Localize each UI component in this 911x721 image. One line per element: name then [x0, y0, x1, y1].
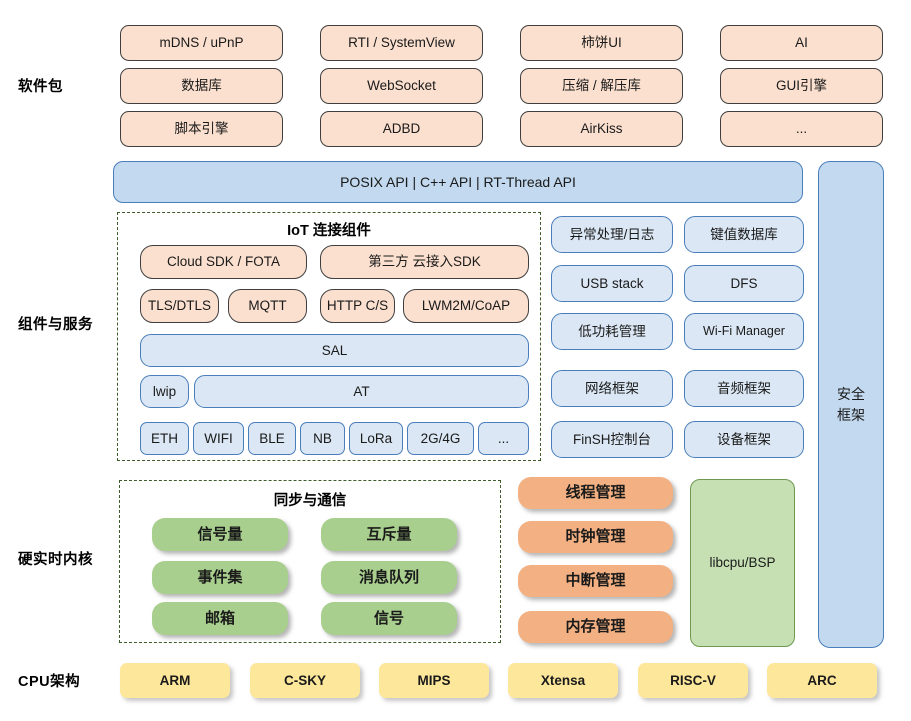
kernel-manager-box[interactable]: 线程管理	[518, 477, 673, 509]
iot-box[interactable]: Cloud SDK / FOTA	[140, 245, 307, 279]
kernel-manager-box[interactable]: 内存管理	[518, 611, 673, 643]
row-label-software-packages: 软件包	[18, 79, 63, 95]
cpu-arch-box[interactable]: MIPS	[379, 663, 489, 698]
package-box[interactable]: RTI / SystemView	[320, 25, 483, 61]
iot-group-title: IoT 连接组件	[287, 223, 371, 239]
component-box[interactable]: 音频框架	[684, 370, 804, 407]
iot-box[interactable]: HTTP C/S	[320, 289, 395, 323]
component-box[interactable]: 键值数据库	[684, 216, 804, 253]
kernel-sync-group-container	[119, 480, 501, 643]
package-box[interactable]: AI	[720, 25, 883, 61]
kernel-sync-box[interactable]: 消息队列	[321, 561, 457, 594]
package-box[interactable]: GUI引擎	[720, 68, 883, 104]
package-box[interactable]: ...	[720, 111, 883, 147]
security-framework-line2: 框架	[837, 406, 865, 423]
component-box[interactable]: 低功耗管理	[551, 313, 673, 350]
component-box[interactable]: 异常处理/日志	[551, 216, 673, 253]
iot-at-box[interactable]: AT	[194, 375, 529, 408]
component-box[interactable]: DFS	[684, 265, 804, 302]
kernel-sync-box[interactable]: 信号量	[152, 518, 288, 551]
iot-lwip-box[interactable]: lwip	[140, 375, 189, 408]
cpu-arch-box[interactable]: C-SKY	[250, 663, 360, 698]
kernel-manager-box[interactable]: 中断管理	[518, 565, 673, 597]
security-framework-column[interactable]: 安全 框架	[818, 161, 884, 648]
security-framework-line1: 安全	[837, 385, 865, 402]
kernel-sync-box[interactable]: 互斥量	[321, 518, 457, 551]
iot-protocol-box[interactable]: ETH	[140, 422, 189, 455]
package-box[interactable]: WebSocket	[320, 68, 483, 104]
kernel-sync-group-title: 同步与通信	[273, 493, 347, 509]
kernel-manager-box[interactable]: 时钟管理	[518, 521, 673, 553]
package-box[interactable]: AirKiss	[520, 111, 683, 147]
iot-sal-box[interactable]: SAL	[140, 334, 529, 367]
row-label-hard-realtime-kernel: 硬实时内核	[18, 552, 93, 568]
iot-box[interactable]: LWM2M/CoAP	[403, 289, 529, 323]
iot-protocol-box[interactable]: BLE	[248, 422, 296, 455]
package-box[interactable]: mDNS / uPnP	[120, 25, 283, 61]
package-box[interactable]: 柿饼UI	[520, 25, 683, 61]
iot-box[interactable]: TLS/DTLS	[140, 289, 219, 323]
iot-protocol-box[interactable]: LoRa	[349, 422, 403, 455]
component-box[interactable]: USB stack	[551, 265, 673, 302]
libcpu-bsp-box[interactable]: libcpu/BSP	[690, 479, 795, 647]
row-label-cpu-architecture: CPU架构	[18, 674, 81, 690]
cpu-arch-box[interactable]: Xtensa	[508, 663, 618, 698]
cpu-arch-box[interactable]: RISC-V	[638, 663, 748, 698]
iot-box[interactable]: 第三方 云接入SDK	[320, 245, 529, 279]
package-box[interactable]: 压缩 / 解压库	[520, 68, 683, 104]
row-label-components-services: 组件与服务	[18, 317, 93, 333]
component-box[interactable]: FinSH控制台	[551, 421, 673, 458]
component-box[interactable]: Wi-Fi Manager	[684, 313, 804, 350]
iot-group-container	[117, 212, 541, 461]
component-box[interactable]: 网络框架	[551, 370, 673, 407]
iot-protocol-box[interactable]: WIFI	[193, 422, 244, 455]
component-box[interactable]: 设备框架	[684, 421, 804, 458]
package-box[interactable]: ADBD	[320, 111, 483, 147]
kernel-sync-box[interactable]: 事件集	[152, 561, 288, 594]
kernel-sync-box[interactable]: 邮箱	[152, 602, 288, 635]
iot-protocol-box[interactable]: 2G/4G	[407, 422, 474, 455]
api-bar[interactable]: POSIX API | C++ API | RT-Thread API	[113, 161, 803, 203]
iot-protocol-box[interactable]: NB	[300, 422, 345, 455]
package-box[interactable]: 数据库	[120, 68, 283, 104]
cpu-arch-box[interactable]: ARC	[767, 663, 877, 698]
iot-protocol-box[interactable]: ...	[478, 422, 529, 455]
iot-box[interactable]: MQTT	[228, 289, 307, 323]
kernel-sync-box[interactable]: 信号	[321, 602, 457, 635]
package-box[interactable]: 脚本引擎	[120, 111, 283, 147]
cpu-arch-box[interactable]: ARM	[120, 663, 230, 698]
